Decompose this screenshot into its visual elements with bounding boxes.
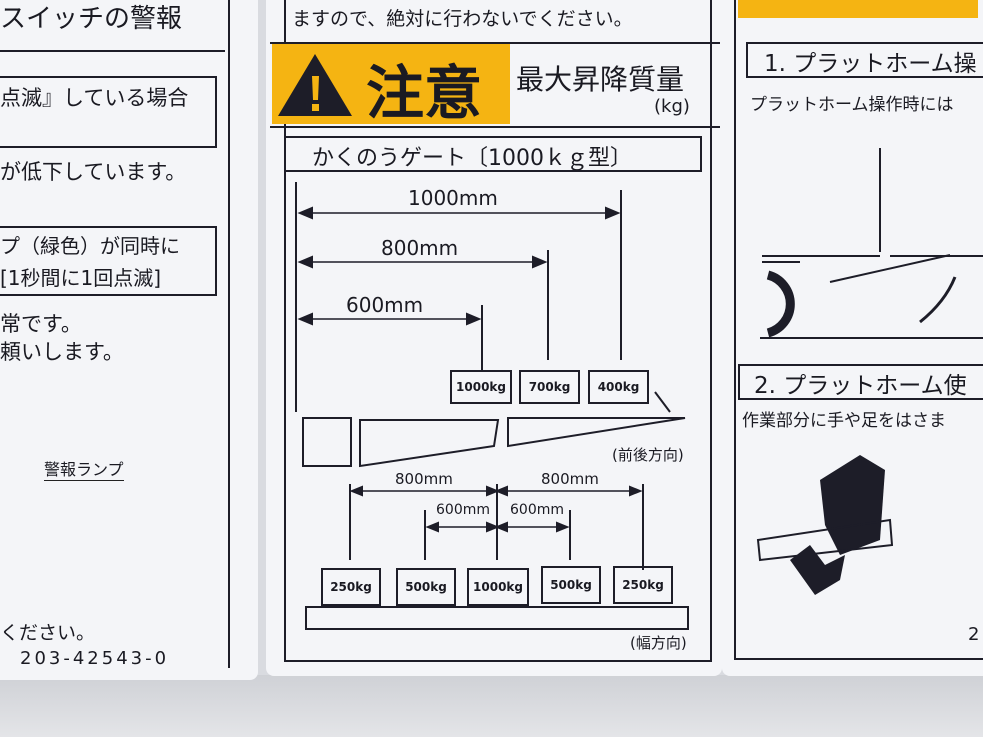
caution-header <box>270 42 720 128</box>
weight-700kg: 700kg <box>519 370 580 404</box>
front-back-lines <box>295 182 686 468</box>
right-item1-text: プラットホーム操作時には <box>750 95 954 115</box>
right-item2: 2. プラットホーム使 <box>754 373 967 399</box>
dim-800: 800mm <box>381 236 459 260</box>
left-line3: 頼いします。 <box>0 340 124 364</box>
left-box2-l2: [1秒間に1回点滅] <box>0 266 162 290</box>
width-dim-600-right: 600mm <box>510 502 564 518</box>
left-box1 <box>0 76 217 148</box>
left-box2 <box>0 226 217 296</box>
width-dim-800-left: 800mm <box>395 470 453 488</box>
left-line1: が低下しています。 <box>0 160 187 184</box>
dim-1000: 1000mm <box>408 186 498 210</box>
center-border <box>284 0 712 662</box>
right-border <box>734 0 983 660</box>
unit-label: (kg) <box>654 96 690 117</box>
dim-600: 600mm <box>346 293 424 317</box>
part-number: 203-42543-0 <box>20 648 170 669</box>
left-line2: 常です。 <box>0 312 82 336</box>
right-item1-box <box>746 42 983 78</box>
wall <box>0 675 983 737</box>
weight-1000kg: 1000kg <box>450 370 512 404</box>
gate-title: かくのうゲート〔1000ｋｇ型〕 <box>312 146 632 171</box>
width-dim-800-right: 800mm <box>541 470 599 488</box>
caution-text: 注意 <box>366 59 483 127</box>
gate-title-box <box>284 136 702 172</box>
weight-250kg-left: 250kg <box>321 568 381 606</box>
weight-1000kg-center: 1000kg <box>467 568 529 606</box>
width-lines <box>305 484 689 630</box>
lamp-label: 警報ランプ <box>44 456 124 481</box>
weight-250kg-right: 250kg <box>613 566 673 604</box>
right-footer: 2 <box>968 624 980 645</box>
right-caution-bg <box>738 0 978 18</box>
left-title: スイッチの警報 <box>0 4 183 34</box>
weight-500kg-left: 500kg <box>396 568 456 606</box>
left-line4: ください。 <box>0 622 96 644</box>
left-border <box>0 0 230 668</box>
center-top-text: ますので、絶対に行わないでください。 <box>292 8 633 30</box>
width-label: (幅方向) <box>630 634 687 652</box>
right-item2-box <box>738 364 983 400</box>
left-box2-l1: プ（緑色）が同時に <box>0 234 180 258</box>
right-item1: 1. プラットホーム操 <box>764 51 977 77</box>
front-back-label: (前後方向) <box>612 446 684 464</box>
right-item2-text: 作業部分に手や足をはさま <box>742 411 946 431</box>
width-dim-600-left: 600mm <box>436 502 490 518</box>
weight-400kg: 400kg <box>588 370 649 404</box>
max-load-label: 最大昇降質量 <box>516 63 685 96</box>
left-divider <box>0 50 225 52</box>
left-box1-text: 点滅』している場合 <box>0 86 189 110</box>
weight-500kg-right: 500kg <box>541 566 601 604</box>
